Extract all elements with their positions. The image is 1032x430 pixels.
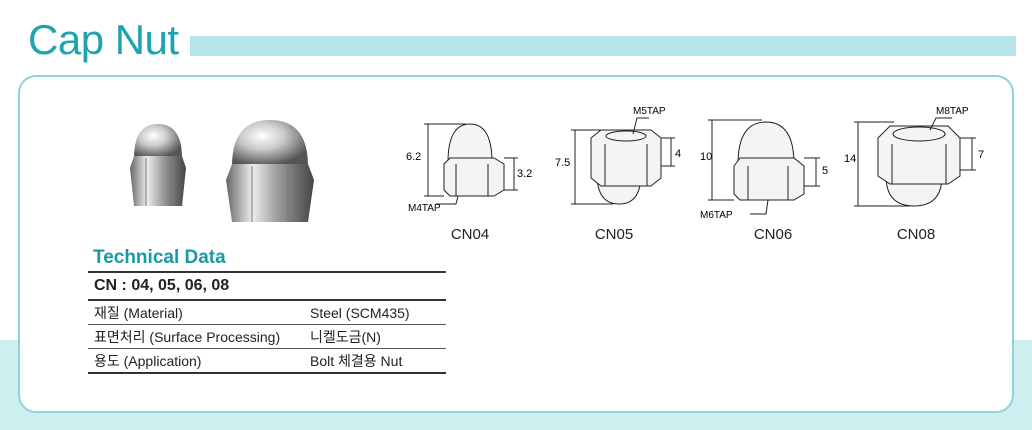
model-line: CN : 04, 05, 06, 08	[88, 271, 446, 301]
diagram-cn08: 14 7 M8TAP	[844, 106, 984, 207]
large-nut-photo	[226, 120, 314, 222]
tap-label: M4TAP	[408, 203, 441, 214]
table-row: 표면처리 (Surface Processing) 니켈도금(N)	[88, 324, 446, 349]
diagram-cn06: 10 5 M6TAP	[700, 119, 828, 221]
table-row: 용도 (Application) Bolt 체결용 Nut	[88, 348, 446, 374]
diagram-cn05: 7.5 4 M5TAP	[555, 106, 681, 205]
dim-height: 6.2	[406, 151, 421, 163]
row-value: 니켈도금(N)	[304, 324, 446, 349]
dim-hex: 5	[822, 165, 828, 177]
dim-height: 14	[844, 153, 856, 165]
row-value: Steel (SCM435)	[304, 300, 446, 325]
title-bar	[190, 36, 1016, 56]
table-row: 재질 (Material) Steel (SCM435)	[88, 300, 446, 325]
dim-hex: 7	[978, 149, 984, 161]
dim-height: 7.5	[555, 157, 570, 169]
model-label-cn06: CN06	[753, 226, 793, 243]
tap-label: M6TAP	[700, 210, 733, 221]
row-value: Bolt 체결용 Nut	[304, 348, 446, 374]
row-label: 재질 (Material)	[88, 300, 304, 325]
dim-hex: 3.2	[517, 168, 532, 180]
dim-hex: 4	[675, 148, 681, 160]
tap-label: M5TAP	[633, 106, 666, 117]
technical-data-table: CN : 04, 05, 06, 08 재질 (Material) Steel …	[88, 271, 446, 374]
dim-height: 10	[700, 151, 712, 163]
model-row: CN : 04, 05, 06, 08	[88, 271, 446, 301]
tap-label: M8TAP	[936, 106, 969, 117]
model-label-cn08: CN08	[896, 226, 936, 243]
row-label: 용도 (Application)	[88, 348, 304, 374]
model-label-cn04: CN04	[450, 226, 490, 243]
row-label: 표면처리 (Surface Processing)	[88, 324, 304, 349]
nut-photos	[130, 120, 314, 222]
model-label-cn05: CN05	[594, 226, 634, 243]
technical-data-heading: Technical Data	[93, 247, 226, 268]
small-nut-photo	[130, 124, 186, 206]
page-title: Cap Nut	[28, 16, 179, 63]
diagram-cn04: 6.2 3.2 M4TAP	[406, 123, 532, 214]
